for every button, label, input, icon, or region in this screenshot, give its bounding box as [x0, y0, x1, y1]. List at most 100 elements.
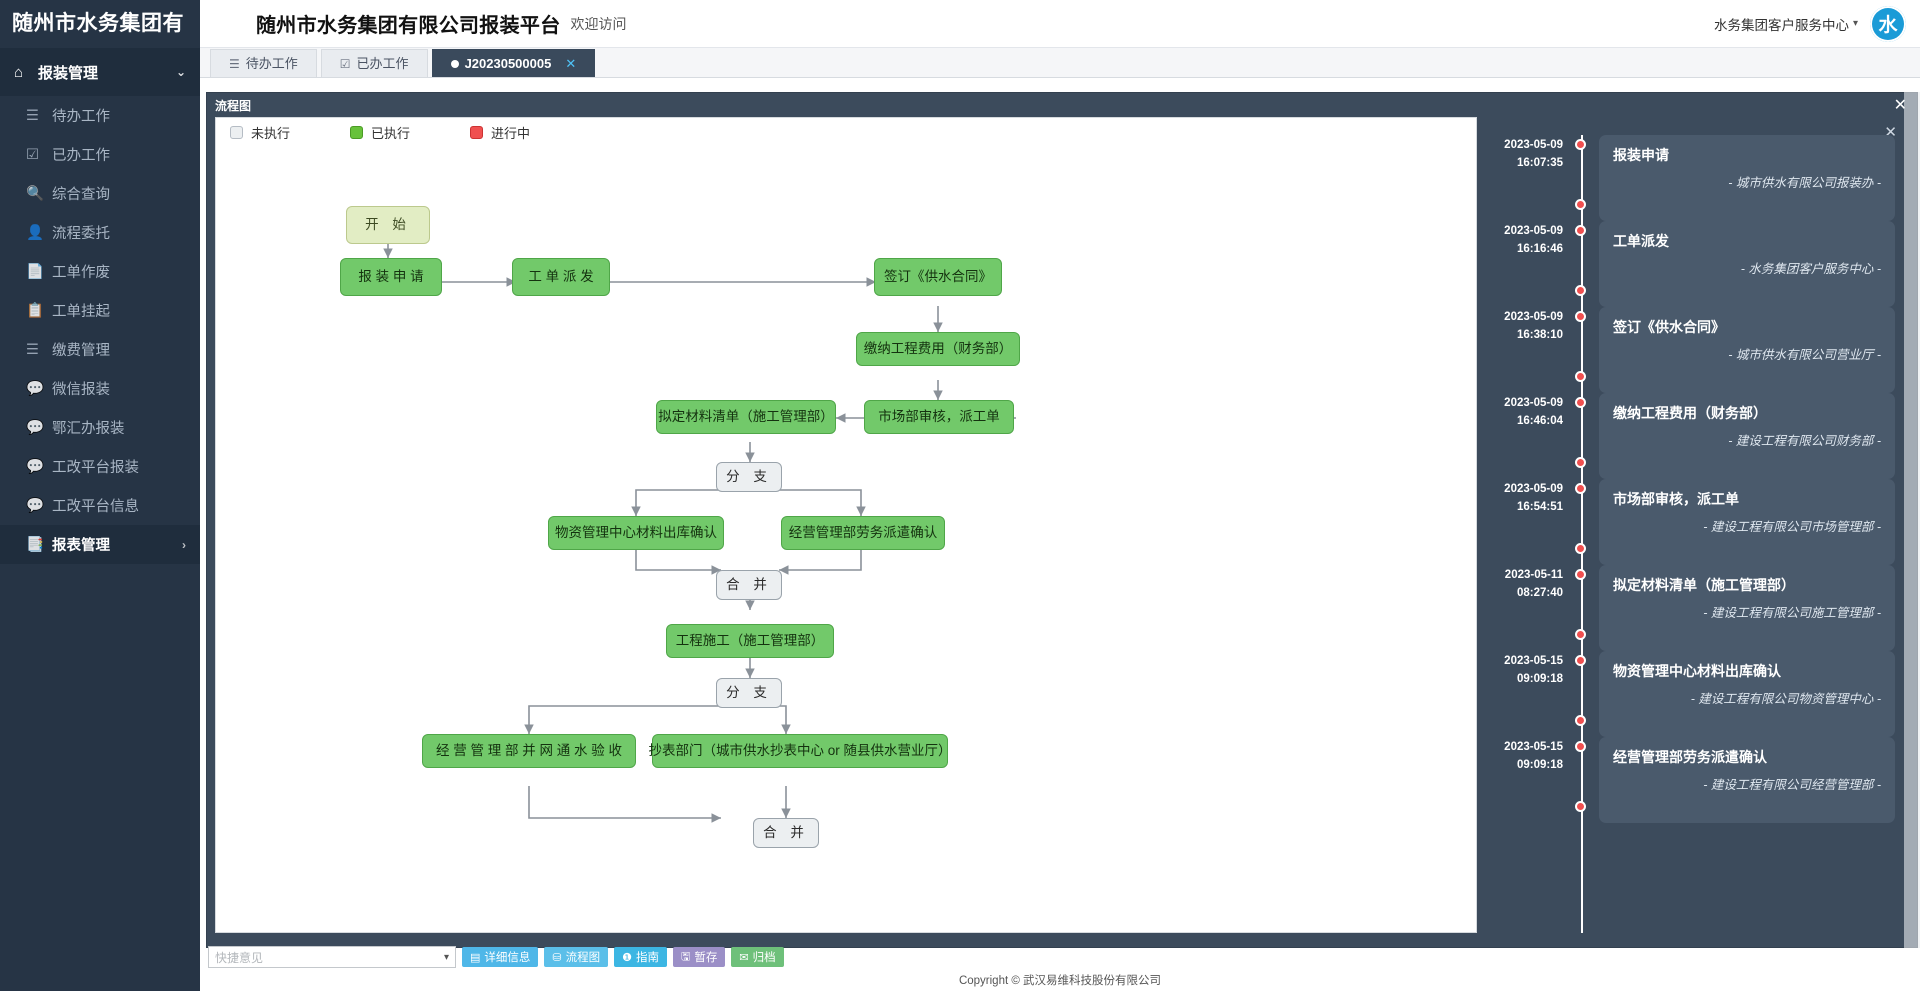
timeline-card[interactable]: 市场部审核，派工单- 建设工程有限公司市场管理部 -: [1599, 479, 1895, 565]
timeline-marker-column: [1563, 135, 1597, 221]
sidebar-item-3[interactable]: 👤流程委托: [0, 213, 200, 252]
flow-node-apply[interactable]: 报 装 申 请: [340, 258, 442, 296]
button-label: 暂存: [694, 952, 718, 964]
right-scroll-strip[interactable]: [1904, 92, 1920, 948]
sidebar-item-4[interactable]: 📄工单作废: [0, 252, 200, 291]
timeline-dot-icon: [1575, 199, 1586, 210]
flow-node-accept[interactable]: 经 营 管 理 部 并 网 通 水 验 收: [422, 734, 636, 768]
timeline-card-desc: - 建设工程有限公司财务部 -: [1728, 434, 1881, 448]
legend-item-red: 进行中: [470, 123, 530, 142]
timeline-card-desc: - 建设工程有限公司经营管理部 -: [1703, 778, 1881, 792]
timeline-card[interactable]: 缴纳工程费用（财务部）- 建设工程有限公司财务部 -: [1599, 393, 1895, 479]
timeline-card-title: 拟定材料清单（施工管理部）: [1613, 577, 1795, 593]
timeline-time: 16:16:46: [1516, 242, 1563, 255]
flow-node-branch2[interactable]: 分 支: [716, 678, 782, 708]
flow-node-start[interactable]: 开 始: [346, 206, 430, 244]
sidebar-item-10[interactable]: 💬 工改平台信息: [0, 486, 200, 525]
chevron-down-icon[interactable]: ▾: [1852, 18, 1858, 29]
timeline-card[interactable]: 工单派发- 水务集团客户服务中心 -: [1599, 221, 1895, 307]
timeline-dot-icon: [1575, 139, 1586, 150]
toolbar-button-info[interactable]: ▤详细信息: [462, 947, 539, 967]
timeline-card[interactable]: 拟定材料清单（施工管理部）- 建设工程有限公司施工管理部 -: [1599, 565, 1895, 651]
flow-node-branch1[interactable]: 分 支: [716, 462, 782, 492]
sidebar-item-9[interactable]: 💬工改平台报装: [0, 447, 200, 486]
timeline-marker-column: [1563, 393, 1597, 479]
button-icon: ▤: [470, 951, 481, 964]
timeline-dot-icon: [1575, 285, 1586, 296]
sidebar-item-6[interactable]: ☰缴费管理: [0, 330, 200, 369]
timeline-dot-icon: [1575, 715, 1586, 726]
sidebar-item-label: 鄂汇办报装: [52, 421, 125, 437]
sidebar-item-reports[interactable]: 📑 报表管理 ›: [0, 525, 200, 564]
flow-diagram: 开 始报 装 申 请 工 单 派 发 签订《供水合同》缴纳工程费用（财务部） 市场部审…: [216, 146, 1476, 932]
toolbar-button-save[interactable]: 🖫暂存: [673, 947, 726, 967]
timeline-card[interactable]: 报装申请- 城市供水有限公司报装办 -: [1599, 135, 1895, 221]
legend-swatch-icon: [470, 125, 484, 139]
flow-node-fee[interactable]: 缴纳工程费用（财务部）: [856, 332, 1020, 366]
timeline-dot-icon: [1575, 629, 1586, 640]
tab-1[interactable]: ☑已办工作: [320, 49, 428, 77]
quick-comment-select[interactable]: 快捷意见 ▾: [208, 946, 456, 968]
legend-label: 未执行: [251, 125, 291, 141]
flow-node-jy[interactable]: 经营管理部劳务派遣确认: [781, 516, 945, 550]
chat-icon: 💬: [26, 498, 45, 514]
sidebar-item-label: 工单作废: [52, 265, 110, 281]
sidebar-item-8[interactable]: 💬鄂汇办报装: [0, 408, 200, 447]
tab-2[interactable]: J20230500005 ✕: [431, 49, 596, 77]
sidebar-item-0[interactable]: ☰待办工作: [0, 96, 200, 135]
flow-node-market[interactable]: 市场部审核，派工单: [864, 400, 1014, 434]
timeline-card[interactable]: 签订《供水合同》- 城市供水有限公司营业厅 -: [1599, 307, 1895, 393]
timeline-card[interactable]: 经营管理部劳务派遣确认- 建设工程有限公司经营管理部 -: [1599, 737, 1895, 823]
chat-icon: 💬: [26, 381, 45, 397]
close-icon[interactable]: ✕: [565, 55, 577, 71]
toolbar-button-arch[interactable]: ✉归档: [731, 947, 784, 967]
timeline-time: 08:27:40: [1516, 586, 1563, 599]
timeline-marker-column: [1563, 307, 1597, 393]
timeline-card-desc: - 城市供水有限公司报装办 -: [1728, 176, 1881, 190]
flow-node-assign[interactable]: 工 单 派 发: [512, 258, 610, 296]
timeline-marker-column: [1563, 565, 1597, 651]
tab-label: J20230500005: [464, 55, 552, 71]
flow-node-merge2[interactable]: 合 并: [753, 818, 819, 848]
flow-node-contract[interactable]: 签订《供水合同》: [874, 258, 1002, 296]
timeline-dot-icon: [1575, 311, 1586, 322]
button-icon: 🖫: [681, 950, 691, 963]
timeline-dot-icon: [1575, 569, 1586, 580]
toolbar-button-flow[interactable]: ⛁流程图: [544, 947, 609, 967]
sidebar-item-label: 流程委托: [52, 226, 110, 242]
sidebar-item-label: 工改平台信息: [52, 499, 139, 515]
button-label: 流程图: [565, 952, 601, 964]
list-icon: ☰: [26, 107, 39, 124]
sidebar-item-label: 微信报装: [52, 382, 110, 398]
flow-node-meter[interactable]: 抄表部门（城市供水抄表中心 or 随县供水营业厅）: [649, 734, 952, 768]
legend-label: 进行中: [491, 125, 531, 141]
close-icon[interactable]: ✕: [1893, 96, 1907, 114]
panel-title: 流程图: [215, 99, 252, 113]
tab-icon: ☑: [339, 56, 351, 71]
sidebar-item-5[interactable]: 📋工单挂起: [0, 291, 200, 330]
sidebar-item-label: 工单挂起: [52, 304, 110, 320]
flow-node-construct[interactable]: 工程施工（施工管理部）: [666, 624, 834, 658]
footer-copyright: Copyright © 武汉易维科技股份有限公司: [200, 971, 1920, 991]
sidebar-item-7[interactable]: 💬 微信报装: [0, 369, 200, 408]
flow-node-wz[interactable]: 物资管理中心材料出库确认: [548, 516, 724, 550]
legend-item-gray: 未执行: [230, 123, 290, 142]
sidebar-group-baozhuang[interactable]: ⌂ 报装管理 ⌄: [0, 48, 200, 96]
timeline-card[interactable]: 物资管理中心材料出库确认- 建设工程有限公司物资管理中心 -: [1599, 651, 1895, 737]
tab-0[interactable]: ☰待办工作: [210, 49, 317, 77]
sidebar-item-label: 缴费管理: [52, 343, 110, 359]
sidebar-item-2[interactable]: 🔍综合查询: [0, 174, 200, 213]
flow-node-merge1[interactable]: 合 并: [716, 570, 782, 600]
flow-node-material[interactable]: 拟定材料清单（施工管理部）: [656, 400, 836, 434]
user-menu-label[interactable]: 水务集团客户服务中心: [1713, 17, 1849, 33]
header-bar: 随州市水务集团有限公司报装平台 欢迎访问 水务集团客户服务中心 ▾ 水: [200, 0, 1920, 48]
sidebar-item-1[interactable]: ☑已办工作: [0, 135, 200, 174]
